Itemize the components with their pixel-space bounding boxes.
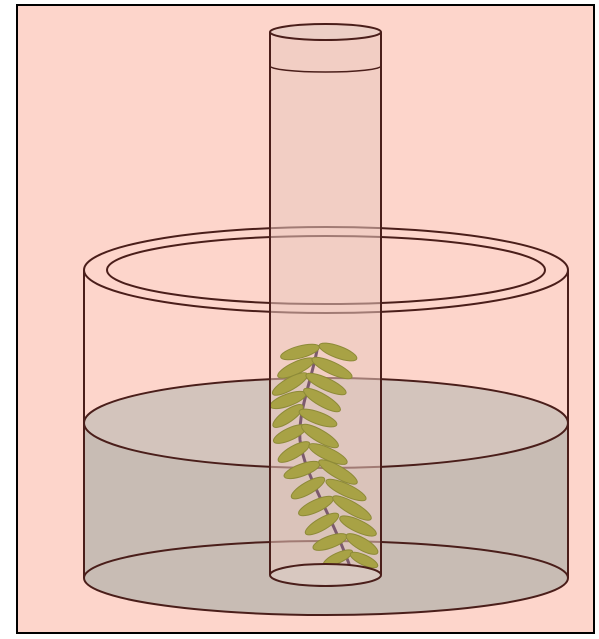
test-tube-mouth [270, 564, 381, 586]
test-tube-body [270, 32, 381, 575]
test-tube-top [270, 24, 381, 40]
